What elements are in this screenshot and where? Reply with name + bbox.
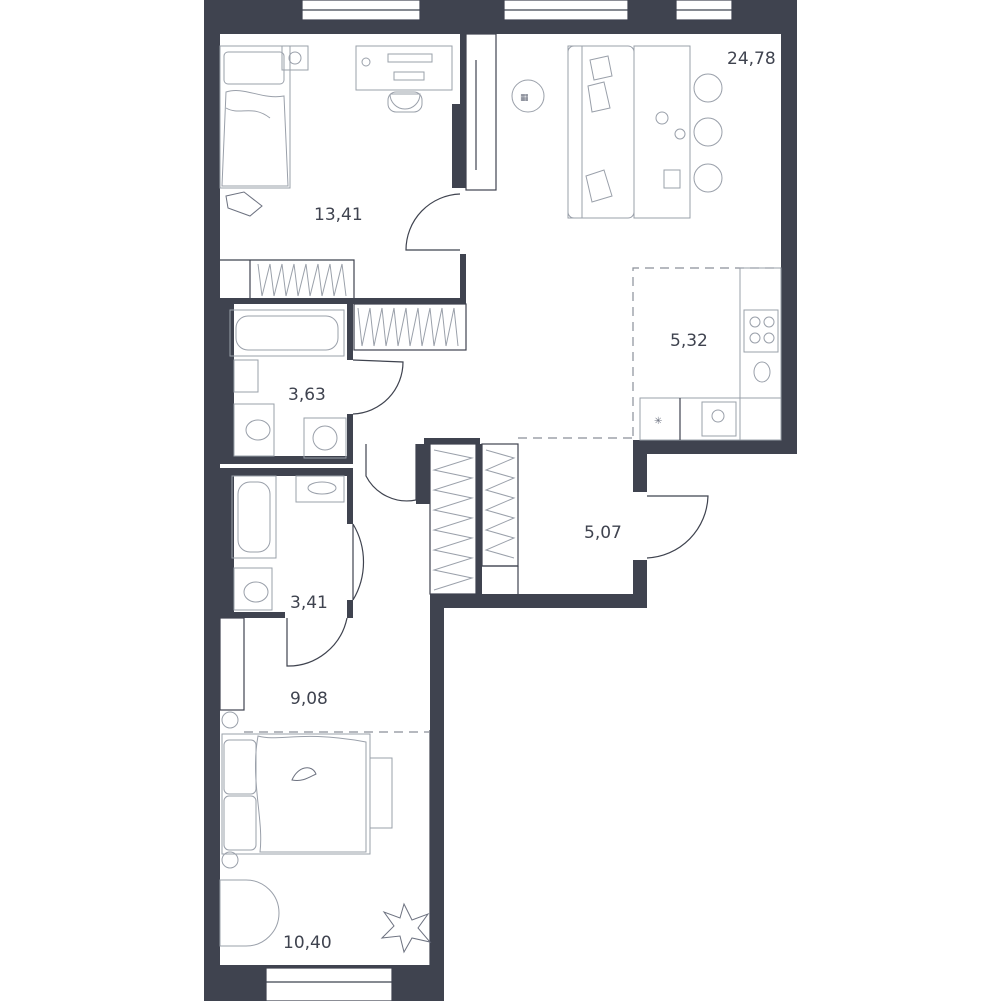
interior-walls [220,34,482,618]
bathroom-1-furniture [229,309,347,459]
closet-hatching [257,263,516,591]
doors [286,193,709,667]
room-area-bedroom-south: 10,40 [283,933,332,953]
partitions [219,33,519,965]
bedroom-south-furniture [219,711,432,954]
room-area-bathroom-1: 3,63 [288,385,326,405]
living-furniture: ▦ [511,45,723,219]
bedroom-north-furniture [219,45,453,217]
room-area-bathroom-2: 3,41 [290,593,328,613]
room-area-living: 24,78 [727,49,776,69]
bathroom-2-furniture [231,475,345,611]
room-area-corridor: 9,08 [290,689,328,709]
kitchen-furniture: ✳ [639,267,782,441]
svg-text:✳: ✳ [654,416,662,427]
svg-text:▦: ▦ [520,93,529,103]
room-area-bedroom-north: 13,41 [314,205,363,225]
zone-dividers [244,267,781,733]
room-labels: 24,78 13,41 5,32 3,63 5,07 3,41 9,08 10,… [283,49,776,953]
room-area-hall: 5,07 [584,523,622,543]
room-area-kitchen: 5,32 [670,331,708,351]
windows [265,0,733,1001]
